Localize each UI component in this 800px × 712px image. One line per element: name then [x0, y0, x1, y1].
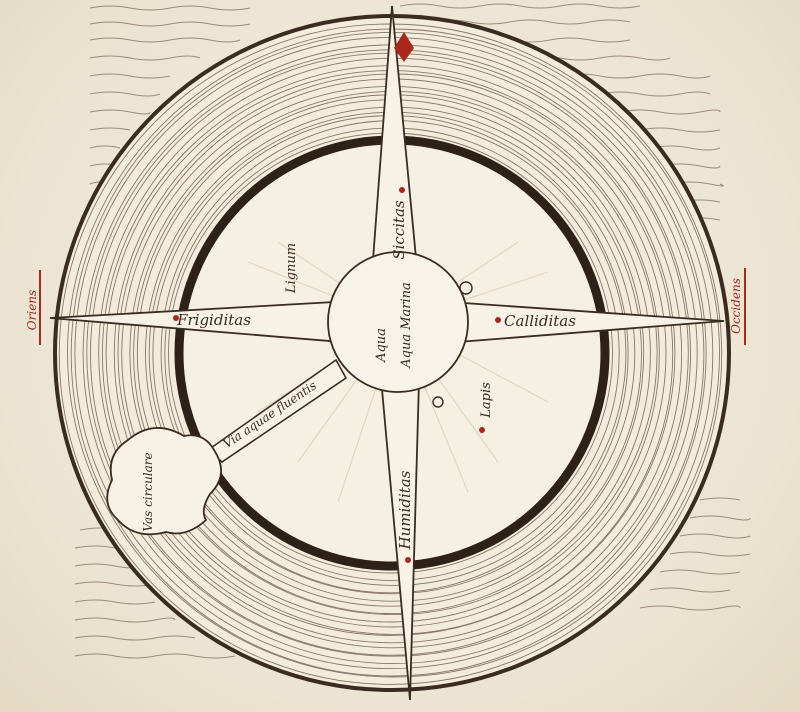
center-label: Aqua — [374, 328, 389, 363]
margin-label-right: Occidens — [729, 278, 743, 334]
rubric-dot — [479, 427, 485, 433]
margin-label-left: Oriens — [25, 290, 39, 330]
north-marker — [394, 32, 414, 62]
channel — [206, 358, 348, 464]
vessel-cloud — [106, 427, 222, 536]
quadrant-label-nw: Lignum — [284, 243, 299, 294]
rubric-dot — [405, 557, 411, 563]
ray-label-north: Siccitas — [390, 200, 408, 260]
ray-label-west: Frigiditas — [176, 311, 251, 329]
ray-label-south: Humiditas — [396, 470, 414, 550]
rubric-dot — [173, 315, 179, 321]
rubric-dot — [399, 187, 405, 193]
node — [432, 396, 444, 408]
ray-label-east: Calliditas — [504, 312, 576, 330]
rubric-dot — [495, 317, 501, 323]
quadrant-label-se: Lapis — [479, 382, 494, 419]
center-disc — [327, 251, 469, 393]
center-label-2: Aqua Marina — [399, 282, 414, 369]
vessel-label: Vas circulare — [141, 452, 155, 531]
